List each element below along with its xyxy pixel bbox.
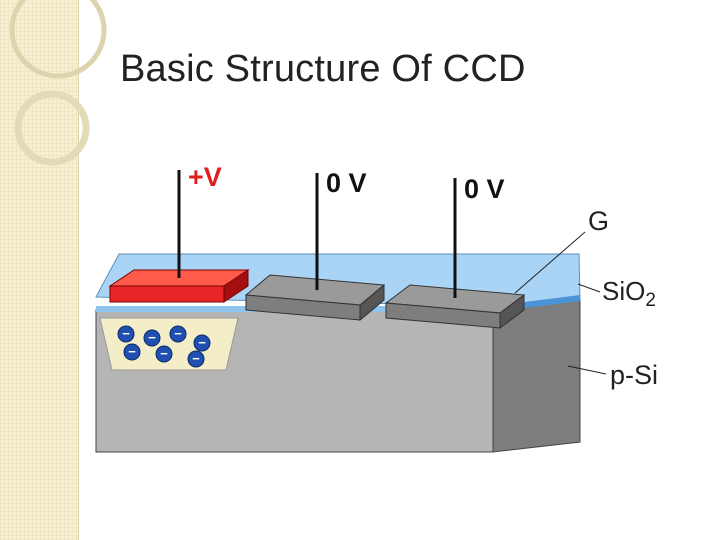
svg-text:−: −: [192, 351, 200, 366]
substrate-leader-line: [567, 365, 607, 375]
electron: −: [143, 329, 161, 347]
electron: −: [123, 343, 141, 361]
svg-text:−: −: [198, 335, 206, 350]
electron: −: [169, 325, 187, 343]
svg-text:−: −: [128, 344, 136, 359]
electron: −: [155, 345, 173, 363]
gate-electrode-3: [384, 284, 526, 329]
gate-layer-label: G: [588, 206, 609, 236]
svg-text:−: −: [174, 326, 182, 341]
oxide-layer-label: SiO2: [602, 276, 656, 311]
gate-voltage-label: +V: [188, 162, 222, 192]
decorative-side-band: [0, 0, 79, 540]
oxide-leader-line: [577, 283, 601, 293]
gate-leader-line: [514, 231, 586, 294]
slide-title: Basic Structure Of CCD: [120, 48, 526, 90]
decorative-rings: [9, 0, 107, 166]
substrate-layer-label: p-Si: [610, 360, 658, 390]
ccd-diagram: − − − − − − −: [95, 162, 658, 453]
potential-well: [99, 317, 239, 371]
svg-text:−: −: [122, 326, 130, 341]
gate-electrode-2: [244, 274, 386, 322]
svg-text:−: −: [160, 346, 168, 361]
gate-voltage-label: 0 V: [464, 174, 505, 204]
electron-group: − − − − − − −: [117, 325, 211, 368]
gate-voltage-label: 0 V: [326, 168, 367, 198]
electron: −: [187, 350, 205, 368]
electron: −: [117, 325, 135, 343]
svg-text:−: −: [148, 330, 156, 345]
electron: −: [193, 334, 211, 352]
